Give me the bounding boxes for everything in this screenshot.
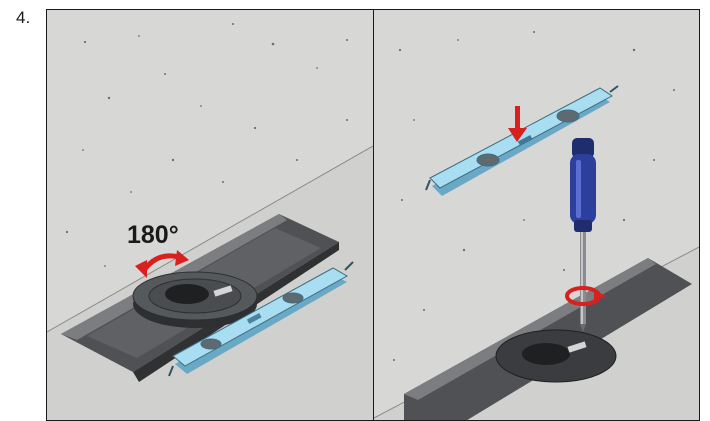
right-panel-illustration bbox=[374, 10, 700, 420]
rotation-label: 180° bbox=[127, 221, 179, 249]
step-number: 4. bbox=[16, 8, 30, 28]
instruction-figure: 180° bbox=[46, 9, 700, 421]
left-panel-illustration: 180° bbox=[47, 10, 373, 420]
right-panel-fasten-screw bbox=[374, 10, 700, 420]
left-panel-rotate-frame: 180° bbox=[47, 10, 373, 420]
